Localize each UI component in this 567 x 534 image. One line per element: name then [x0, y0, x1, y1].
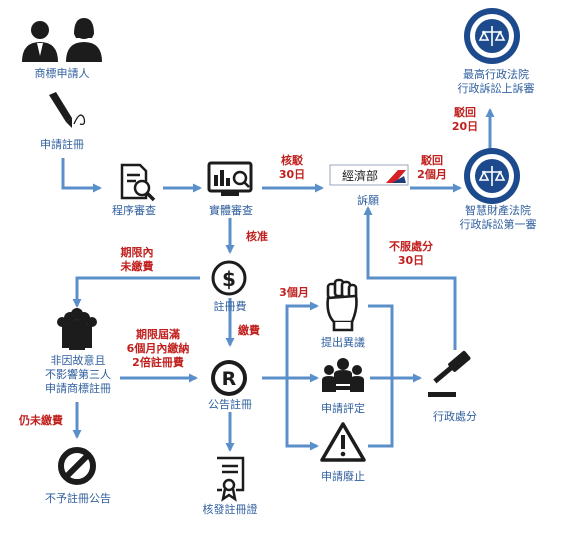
- document-search-icon: [120, 163, 156, 202]
- node-opposition: 提出異議: [321, 335, 365, 349]
- monitor-search-icon: [207, 161, 253, 196]
- prohibited-icon: [58, 447, 96, 485]
- label-dismiss-2m-1: 駁回: [420, 153, 443, 167]
- registered-icon: R: [211, 360, 247, 396]
- label-approve: 核准: [246, 229, 268, 243]
- arrow-admin-to-appeal: [363, 206, 457, 350]
- label-pay-double-3: 2倍註冊費: [132, 355, 184, 369]
- node-supreme-court-2: 行政訴訟上訴審: [458, 81, 535, 95]
- label-reject-30-2: 30日: [279, 168, 305, 181]
- node-unintentional-1: 非因故意且: [51, 353, 106, 367]
- svg-text:$: $: [222, 267, 236, 291]
- edge-labels: 核駁 30日 駁回 2個月 駁回 20日 核准 期限內 未繳費 繳費 期限屆滿 …: [18, 105, 478, 427]
- arrow-announce-to-revocation: [285, 378, 319, 451]
- label-three-months: 3個月: [279, 285, 309, 299]
- node-unintentional-2: 不影響第三人: [45, 367, 111, 381]
- warning-icon: [320, 422, 366, 462]
- court-seal-icon: [464, 8, 520, 64]
- node-applicant: 商標申請人: [35, 66, 90, 80]
- node-ipc-court-2: 行政訴訟第一審: [460, 217, 537, 231]
- arrow-opposition-join: [368, 304, 394, 448]
- ministry-logo-icon: 經濟部: [329, 164, 409, 186]
- label-dissatisfied-2: 30日: [398, 254, 424, 267]
- node-substantive-review: 實體審查: [209, 203, 253, 217]
- label-pay-double-2: 6個月內繳納: [127, 341, 190, 355]
- person-icon: [22, 18, 102, 62]
- svg-text:經濟部: 經濟部: [342, 168, 378, 183]
- label-reject-30-1: 核駁: [281, 153, 304, 167]
- meeting-icon: [322, 358, 364, 392]
- node-apply: 申請註冊: [40, 137, 84, 151]
- node-appeal: 訴願: [357, 193, 379, 207]
- arrow-fee-to-unintentional: [72, 276, 200, 308]
- node-invalidation: 申請評定: [321, 401, 365, 415]
- label-pay-double-1: 期限屆滿: [136, 327, 180, 341]
- label-still-unpaid: 仍未繳費: [18, 413, 63, 427]
- node-admin-action: 行政處分: [433, 409, 477, 423]
- node-registration-fee: 註冊費: [214, 299, 247, 313]
- node-ipc-court-1: 智慧財產法院: [465, 203, 531, 217]
- dollar-circle-icon: $: [211, 260, 247, 296]
- arrow-apply-to-procedure: [61, 158, 102, 193]
- node-labels: 商標申請人 申請註冊 程序審查 實體審查 訴願 智慧財產法院 行政訴訟第一審 最…: [35, 66, 537, 516]
- node-revocation: 申請廢止: [321, 469, 365, 483]
- team-icon: [57, 308, 97, 350]
- arrow-announce-to-opposition: [262, 301, 319, 380]
- fist-icon: [326, 278, 358, 332]
- label-dismiss-20-1: 駁回: [453, 105, 476, 119]
- label-pay-fee: 繳費: [238, 323, 260, 337]
- label-unpaid-deadline-1: 期限內: [121, 245, 154, 259]
- node-procedure-review: 程序審查: [112, 203, 156, 217]
- node-certificate: 核發註冊證: [203, 502, 258, 516]
- court-seal-icon: [464, 148, 520, 204]
- label-dismiss-2m-2: 2個月: [417, 167, 447, 181]
- gavel-icon: [428, 350, 471, 397]
- flow-arrows: [61, 108, 495, 452]
- svg-text:R: R: [222, 368, 237, 390]
- label-unpaid-deadline-2: 未繳費: [120, 259, 154, 273]
- node-no-announce: 不予註冊公告: [45, 492, 111, 505]
- node-unintentional-3: 申請商標註冊: [45, 381, 111, 395]
- label-dismiss-20-2: 20日: [452, 120, 478, 133]
- pen-icon: [49, 92, 86, 128]
- node-announce: 公告註冊: [208, 398, 252, 411]
- certificate-icon: [217, 456, 245, 502]
- node-supreme-court-1: 最高行政法院: [463, 67, 529, 81]
- label-dissatisfied-1: 不服處分: [389, 239, 433, 253]
